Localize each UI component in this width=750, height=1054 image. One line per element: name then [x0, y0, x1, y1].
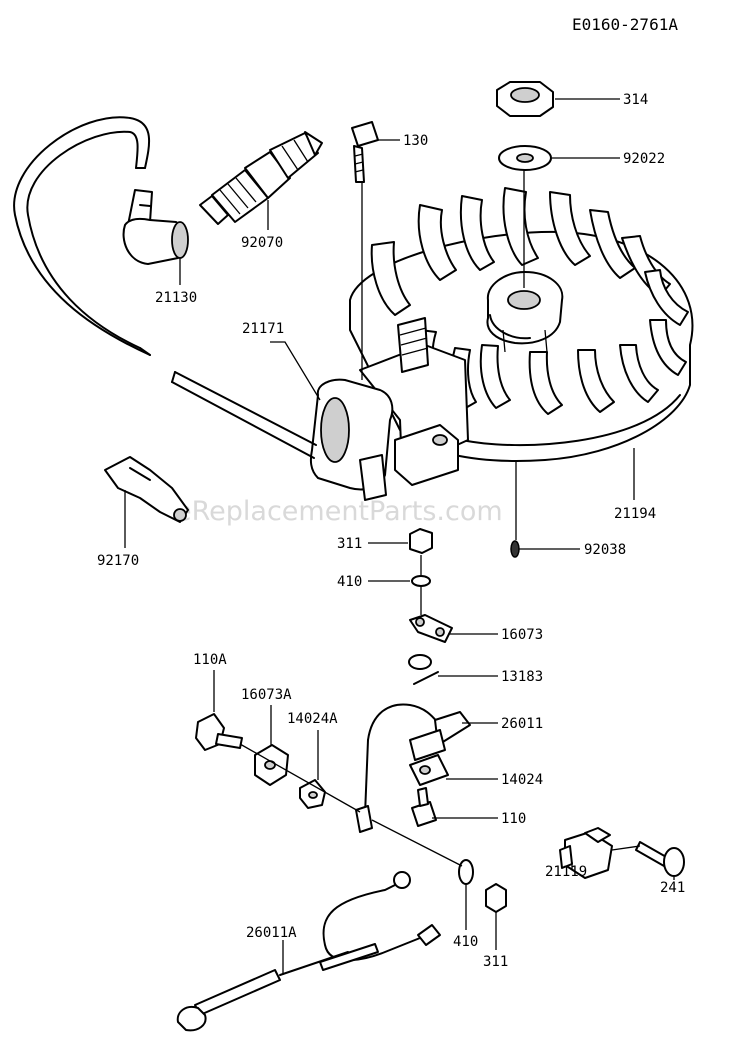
screw-241 — [635, 841, 685, 877]
terminal-26011 — [367, 703, 471, 761]
label-311-upper: 311 — [337, 536, 362, 552]
ignition-coil — [171, 317, 469, 501]
elbow-fitting — [122, 189, 189, 265]
label-314: 314 — [623, 92, 648, 108]
label-14024a: 14024A — [287, 711, 338, 727]
label-311-lower: 311 — [483, 954, 508, 970]
watermark: eReplacementParts.com — [175, 496, 503, 527]
spark-plug — [199, 131, 323, 225]
label-21130: 21130 — [155, 290, 197, 306]
washer-13183 — [408, 654, 439, 685]
label-16073: 16073 — [501, 627, 543, 643]
label-16073a: 16073A — [241, 687, 292, 703]
label-92022: 92022 — [623, 151, 665, 167]
label-21194: 21194 — [614, 506, 656, 522]
label-410-lower: 410 — [453, 934, 478, 950]
label-26011a: 26011A — [246, 925, 297, 941]
label-241: 241 — [660, 880, 685, 896]
label-92070: 92070 — [241, 235, 283, 251]
label-14024: 14024 — [501, 772, 543, 788]
switch-21119 — [559, 827, 613, 879]
switch-14024 — [409, 754, 449, 786]
bolt-110a — [195, 713, 243, 751]
clip — [104, 456, 189, 523]
spacer-16073a — [254, 744, 289, 786]
hose — [13, 116, 151, 356]
label-21119: 21119 — [545, 864, 587, 880]
label-410-upper: 410 — [337, 574, 362, 590]
label-92170: 92170 — [97, 553, 139, 569]
woodruff-key — [510, 540, 520, 558]
bolt — [351, 121, 379, 183]
washer — [498, 145, 552, 171]
label-110: 110 — [501, 811, 526, 827]
nut-311-lower — [485, 883, 507, 913]
callout-labels: 314 92022 130 92070 21130 21171 21194 92… — [97, 92, 685, 970]
screw-110 — [411, 787, 437, 827]
washer-410-upper — [411, 575, 431, 587]
nut — [496, 81, 554, 117]
diagram-code: E0160-2761A — [572, 15, 678, 34]
wire-26011 — [355, 739, 373, 833]
label-130: 130 — [403, 133, 428, 149]
label-13183: 13183 — [501, 669, 543, 685]
plate-16073 — [409, 614, 453, 643]
label-21171: 21171 — [242, 321, 284, 337]
label-26011: 26011 — [501, 716, 543, 732]
leader-lines — [124, 98, 675, 975]
nut-311-upper — [409, 528, 433, 554]
label-92038: 92038 — [584, 542, 626, 558]
label-110a: 110A — [193, 652, 227, 668]
wire-lead-26011a — [176, 871, 441, 1032]
washer-410-lower — [458, 859, 474, 885]
clip-14024a — [299, 779, 326, 809]
